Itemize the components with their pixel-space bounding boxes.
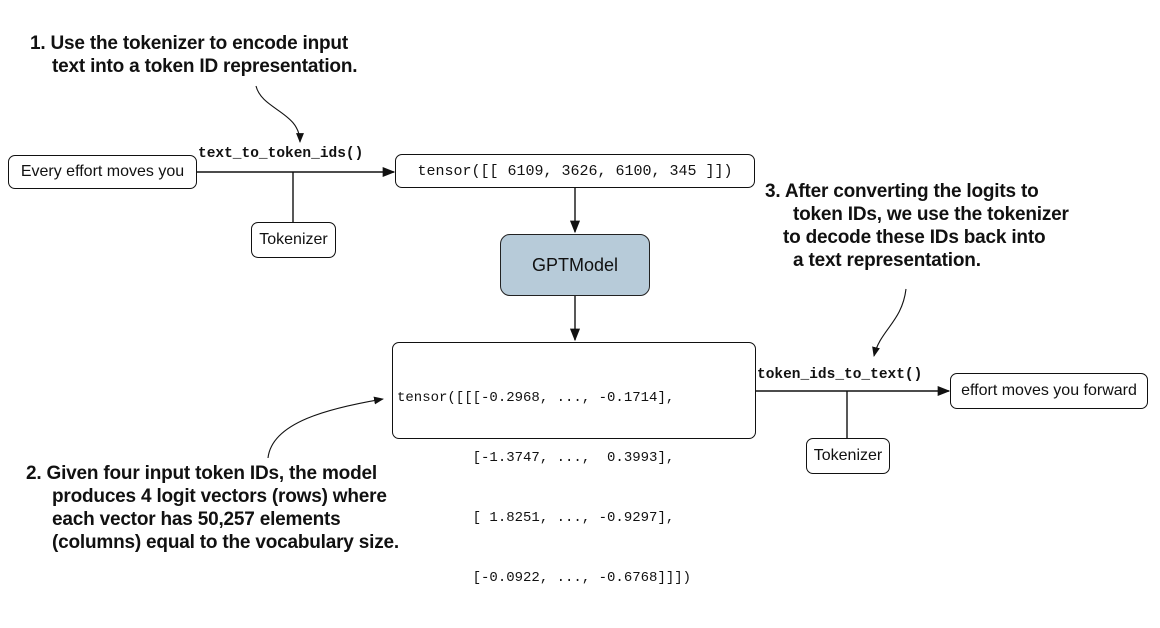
step3-note-line: a text representation. [793, 250, 981, 271]
encode-tokenizer-box: Tokenizer [251, 222, 336, 258]
step3-note-line: token IDs, we use the tokenizer [793, 204, 1069, 225]
diagram: 1. Use the tokenizer to encode input tex… [8, 32, 1148, 586]
logits-row: [ 1.8251, ..., -0.9297], [397, 510, 675, 526]
note1-pointer [255, 85, 304, 143]
logits-row: [-1.3747, ..., 0.3993], [397, 450, 675, 466]
step2-note-line: 2. Given four input token IDs, the model [26, 463, 377, 484]
note2-pointer [267, 396, 384, 459]
token-ids-box: tensor([[ 6109, 3626, 6100, 345 ]]) [395, 154, 755, 188]
step2-note: 2. Given four input token IDs, the model… [26, 462, 399, 554]
step3-note: 3. After converting the logits to token … [765, 180, 1069, 272]
step2-note-line: (columns) equal to the vocabulary size. [52, 532, 399, 553]
encode-function-label: text_to_token_ids() [198, 146, 364, 162]
logits-tensor-box: tensor([[[-0.2968, ..., -0.1714], [-1.37… [392, 342, 756, 586]
step2-note-line: each vector has 50,257 elements [52, 509, 341, 530]
step1-note-line: 1. Use the tokenizer to encode input [30, 33, 348, 54]
step1-note: 1. Use the tokenizer to encode input tex… [30, 32, 358, 78]
gpt-model-box: GPTModel [500, 234, 650, 296]
step3-note-line: 3. After converting the logits to [765, 181, 1039, 202]
note3-pointer [872, 288, 907, 357]
connector-layer [197, 85, 951, 459]
decode-function-label: token_ids_to_text() [757, 367, 923, 383]
output-text-box: effort moves you forward [950, 373, 1148, 409]
input-text-box: Every effort moves you [8, 155, 197, 189]
decode-tokenizer-box: Tokenizer [806, 438, 890, 474]
step1-note-line: text into a token ID representation. [52, 56, 358, 77]
logits-row: tensor([[[-0.2968, ..., -0.1714], [397, 390, 675, 406]
step3-note-line: to decode these IDs back into [783, 227, 1046, 248]
step2-note-line: produces 4 logit vectors (rows) where [52, 486, 387, 507]
logits-row: [-0.0922, ..., -0.6768]]]) [397, 570, 692, 586]
